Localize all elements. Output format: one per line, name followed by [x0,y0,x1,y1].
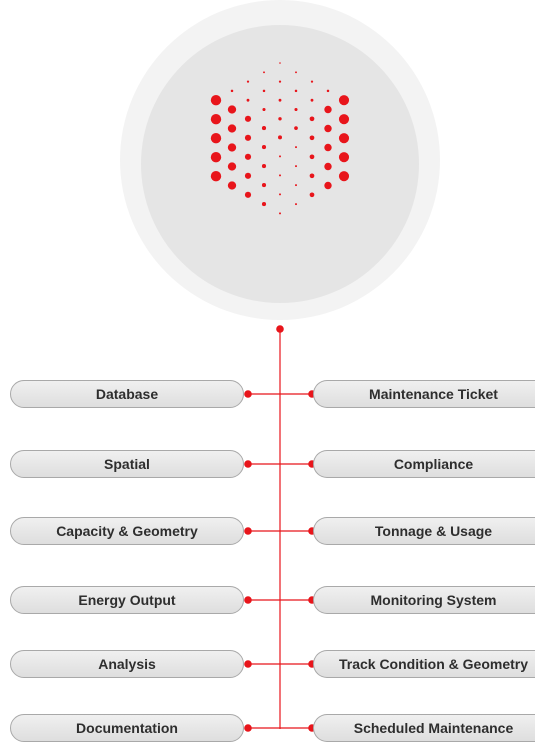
cube-dot [295,146,297,149]
cube-dot [246,80,250,83]
cube-dot [338,114,350,125]
cube-dot [338,171,350,182]
node-monitoring-system[interactable]: Monitoring System [313,586,535,614]
cube-dot [324,181,332,190]
node-energy-output[interactable]: Energy Output [10,586,244,614]
node-capacity-geometry[interactable]: Capacity & Geometry [10,517,244,545]
cube-dot [210,133,222,144]
node-maintenance-ticket[interactable]: Maintenance Ticket [313,380,535,408]
cube-dot [210,95,222,106]
cube-dot [324,105,332,114]
cube-dot [230,89,234,93]
cube-dot [295,203,297,206]
cube-dot [294,107,298,112]
hub-circle [141,25,419,303]
cube-dot [227,162,237,171]
cube-dot [279,193,281,196]
cube-dot [295,71,297,74]
node-scheduled-maintenance[interactable]: Scheduled Maintenance [313,714,535,742]
cube-dot [246,98,250,102]
cube-dot [309,154,315,160]
cube-dot [261,126,267,131]
cube-dot [244,191,252,198]
cube-dot [227,181,237,190]
cube-dot [324,124,332,133]
node-spatial[interactable]: Spatial [10,450,244,478]
cube-dot [244,115,252,122]
branch-dot-left-2 [244,460,252,468]
branch-dot-left-3 [244,527,252,535]
cube-dot [295,184,297,187]
cube-dot [244,172,252,179]
cube-dot [338,95,350,106]
cube-dot [279,212,281,215]
branch-dot-left-1 [244,390,252,398]
cube-dot [278,80,282,83]
cube-dot [263,71,265,74]
cube-dot [309,173,315,179]
cube-dot [262,107,266,112]
cube-dot [210,152,222,163]
cube-dot [261,164,267,169]
cube-dot [244,134,252,141]
node-database[interactable]: Database [10,380,244,408]
cube-dot [309,116,315,122]
cube-dot [309,135,315,141]
node-documentation[interactable]: Documentation [10,714,244,742]
branch-dot-left-6 [244,724,252,732]
cube-dot [261,183,267,188]
node-compliance[interactable]: Compliance [313,450,535,478]
branch-dot-left-4 [244,596,252,604]
cube-dot [324,162,332,171]
cube-dot [278,98,282,102]
cube-dot [279,155,281,158]
trunk-top-dot [276,325,284,333]
cube-dot [261,145,267,150]
node-tonnage-usage[interactable]: Tonnage & Usage [313,517,535,545]
node-analysis[interactable]: Analysis [10,650,244,678]
cube-dot [326,89,330,93]
cube-dot [278,117,282,121]
cube-dot [309,192,315,198]
cube-dot [324,143,332,152]
branch-dot-left-5 [244,660,252,668]
cube-dot [338,152,350,163]
cube-dot [244,153,252,160]
node-track-condition-geometry[interactable]: Track Condition & Geometry [313,650,535,678]
cube-dot [295,165,297,168]
cube-dot [310,80,314,83]
cube-dot [227,124,237,133]
cube-dot [210,171,222,182]
cube-dot [338,133,350,144]
cube-dot [227,105,237,114]
cube-dot [294,89,298,93]
cube-dot [210,114,222,125]
cube-dot [310,98,314,102]
cube-dot [279,174,281,177]
cube-dot [279,62,281,64]
cube-dot [295,127,297,130]
cube-dot [279,136,281,139]
cube-dot [261,202,267,207]
cube-dot [262,89,266,93]
cube-dot [227,143,237,152]
